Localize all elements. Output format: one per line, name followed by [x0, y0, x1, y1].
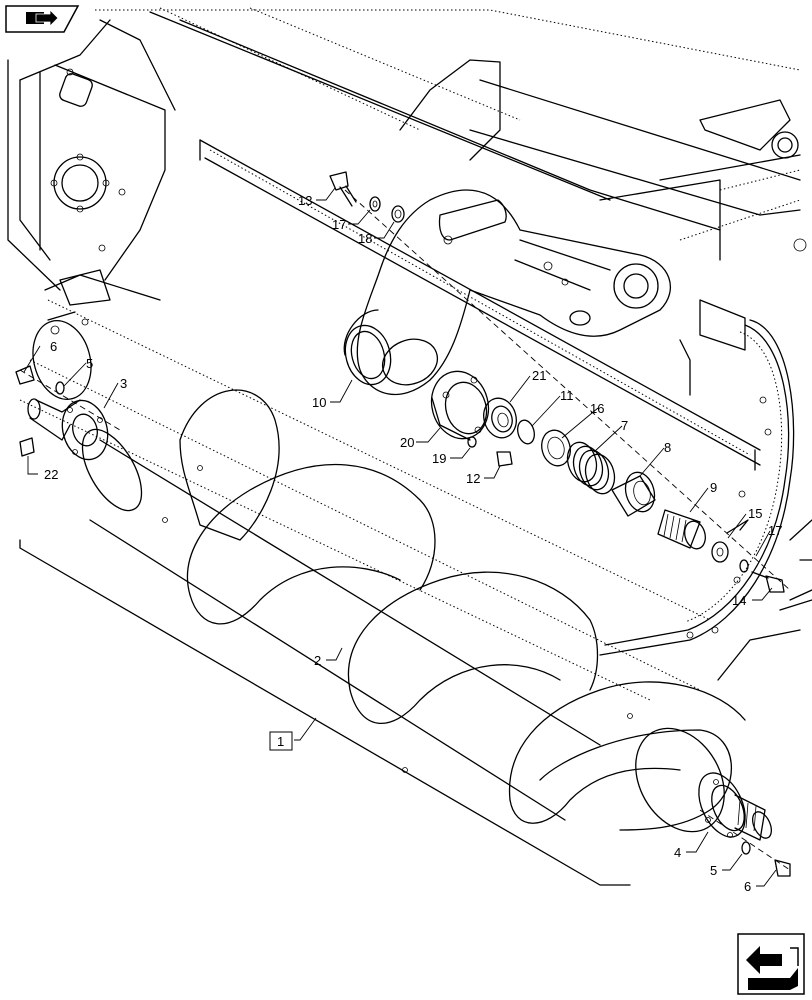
bearing-21	[483, 397, 517, 439]
clutch-8	[611, 471, 656, 517]
bearing-housing-20	[430, 370, 490, 441]
bolt-12	[496, 451, 513, 467]
callout-3: 3	[120, 376, 127, 391]
snap-ring-11	[517, 419, 535, 445]
washer-5-left	[55, 381, 65, 395]
right-stub-shaft-4	[698, 772, 773, 841]
callout-12: 12	[466, 471, 480, 486]
callout-14: 14	[732, 593, 746, 608]
callout-15: 15	[748, 506, 762, 521]
callout-9: 9	[710, 480, 717, 495]
callout-11: 11	[560, 388, 574, 403]
callout-16: 16	[590, 401, 604, 416]
callout-22: 22	[44, 467, 58, 482]
washer-5-right	[741, 841, 751, 855]
callout-18: 18	[358, 231, 372, 246]
callout-19: 19	[432, 451, 446, 466]
auger-assembly	[19, 389, 746, 886]
washer-15	[711, 519, 749, 563]
callout-1: 1	[277, 734, 284, 749]
callout-21: 21	[532, 368, 546, 383]
drive-arm-bracket	[343, 189, 671, 396]
bolt-6-right	[774, 859, 791, 877]
return-arrow-icon[interactable]	[737, 933, 805, 995]
washer-19	[467, 436, 477, 448]
callout-2: 2	[314, 653, 321, 668]
callout-6-right: 6	[744, 879, 751, 894]
callout-17-top: 17	[332, 217, 346, 232]
leader-lines	[23, 187, 777, 887]
callout-8: 8	[664, 440, 671, 455]
callout-labels: 13 17 18 6 5 3 22 10 21 11 16 7 20 19 12…	[44, 193, 782, 894]
splined-hub-9	[657, 509, 706, 550]
callout-10: 10	[312, 395, 326, 410]
book-arrow-icon[interactable]	[5, 5, 80, 33]
callout-7: 7	[621, 418, 628, 433]
washer-17-right	[739, 559, 749, 573]
callout-4: 4	[674, 845, 681, 860]
callout-5-left: 5	[86, 356, 93, 371]
callout-13: 13	[298, 193, 312, 208]
left-flange-3	[27, 320, 109, 461]
callout-17-right: 17	[768, 523, 782, 538]
callout-5-right: 5	[710, 863, 717, 878]
washer-17-top	[369, 196, 381, 212]
callout-6-left: 6	[50, 339, 57, 354]
washer-18	[391, 205, 405, 223]
bolt-13	[329, 171, 357, 207]
ring-16	[541, 429, 571, 467]
header-frame	[7, 7, 812, 701]
bolt-6-left	[15, 365, 35, 385]
bolt-14	[751, 571, 785, 593]
callout-1-box	[269, 731, 293, 751]
spring-7	[566, 441, 616, 495]
callout-20: 20	[400, 435, 414, 450]
key-22	[19, 437, 35, 457]
